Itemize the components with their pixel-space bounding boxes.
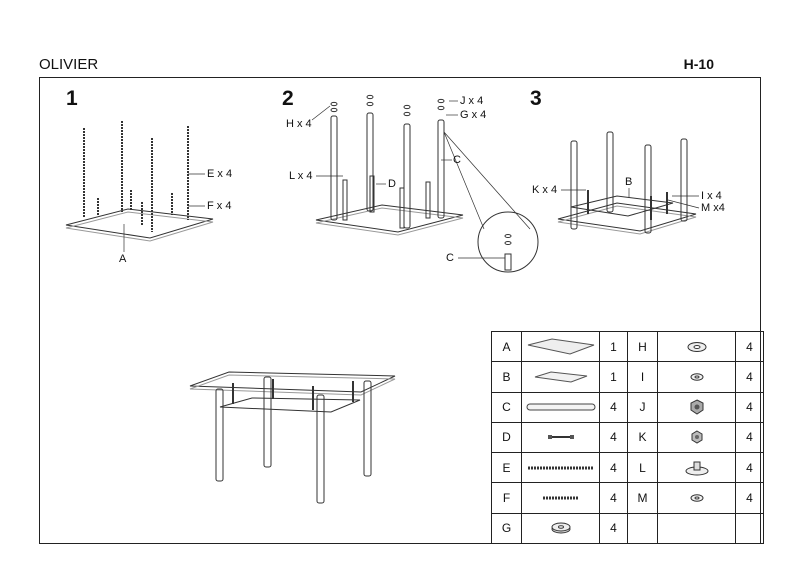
- part-quantity: 1: [599, 330, 628, 363]
- part-quantity: 1: [599, 361, 628, 393]
- label-l: L x 4: [289, 170, 313, 182]
- part-quantity: 4: [599, 452, 628, 484]
- part-quantity: 4: [599, 482, 628, 514]
- part-letter: G: [491, 512, 522, 545]
- part-letter: I: [627, 361, 658, 393]
- part-letter: E: [491, 452, 522, 484]
- label-b: B: [625, 176, 633, 188]
- part-quantity: 4: [735, 421, 764, 454]
- empty-cell: [657, 512, 736, 545]
- part-quantity: 4: [599, 391, 628, 423]
- washer-icon: [657, 330, 736, 363]
- part-quantity: 4: [599, 421, 628, 454]
- small-washer-icon: [657, 361, 736, 393]
- label-a: A: [119, 253, 127, 265]
- part-letter: H: [627, 330, 658, 363]
- label-e: E x 4: [207, 168, 233, 180]
- part-letter: [627, 512, 658, 545]
- hex-nut-icon: [657, 421, 736, 454]
- part-letter: M: [627, 482, 658, 514]
- long-threaded-rod-icon: [521, 452, 600, 484]
- glass-top-icon: [521, 330, 600, 363]
- label-c: C: [453, 154, 461, 166]
- short-threaded-rod-icon: [521, 482, 600, 514]
- part-letter: C: [491, 391, 522, 423]
- part-letter: B: [491, 361, 522, 393]
- part-letter: L: [627, 452, 658, 484]
- small-washer-icon: [657, 482, 736, 514]
- step-3-number: 3: [530, 87, 542, 110]
- step-3-drawing: [557, 131, 700, 235]
- step-2-number: 2: [282, 87, 294, 110]
- model-name: OLIVIER: [39, 56, 99, 73]
- part-quantity: 4: [735, 452, 764, 484]
- glass-top-outline: [65, 208, 214, 239]
- label-i: I x 4: [701, 190, 722, 202]
- part-quantity: 4: [735, 482, 764, 514]
- label-c-detail: C: [446, 252, 454, 264]
- label-d: D: [388, 178, 396, 190]
- part-quantity: [735, 512, 764, 545]
- label-j: J x 4: [460, 95, 484, 107]
- part-letter: J: [627, 391, 658, 423]
- part-letter: A: [491, 330, 522, 363]
- label-h: H x 4: [286, 118, 312, 130]
- step-1-number: 1: [66, 87, 78, 110]
- connector-bolt-icon: [521, 421, 600, 454]
- foot-cap-icon: [657, 452, 736, 484]
- label-m: M x4: [701, 202, 725, 214]
- glass-shelf-icon: [521, 361, 600, 393]
- part-quantity: 4: [735, 330, 764, 363]
- nut-icon: [657, 391, 736, 423]
- part-quantity: 4: [735, 391, 764, 423]
- step-1-drawing: [65, 121, 214, 252]
- part-letter: K: [627, 421, 658, 454]
- label-g: G x 4: [460, 109, 487, 121]
- step-2-drawing: [311, 94, 539, 273]
- part-quantity: 4: [735, 361, 764, 393]
- label-k: K x 4: [532, 184, 558, 196]
- assembled-table-drawing: [189, 371, 396, 504]
- spacer-washer-icon: [521, 512, 600, 545]
- product-code: H-10: [683, 56, 714, 72]
- part-letter: D: [491, 421, 522, 454]
- leg-tube-icon: [521, 391, 600, 423]
- part-letter: F: [491, 482, 522, 514]
- label-f: F x 4: [207, 200, 232, 212]
- part-quantity: 4: [599, 512, 628, 545]
- instruction-frame: [39, 77, 761, 544]
